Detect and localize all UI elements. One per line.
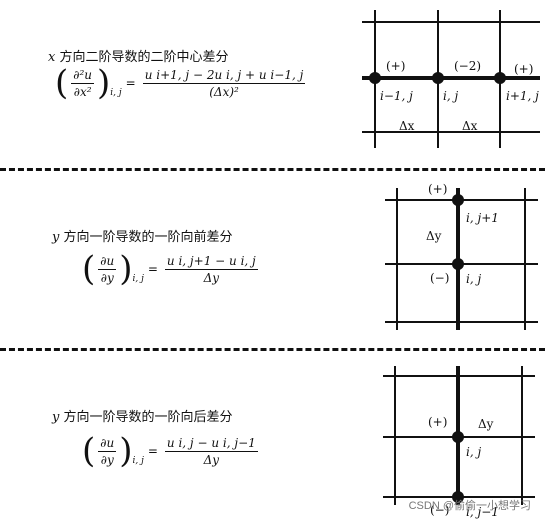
paren-left: ( bbox=[82, 249, 96, 289]
section3-title-text: 方向一阶导数的一阶向后差分 bbox=[59, 410, 233, 425]
section3-rhs-frac: u i, j − u i, j−1 Δy bbox=[164, 435, 258, 467]
paren-right: ) bbox=[119, 431, 133, 471]
node-label-top: i, j+1 bbox=[466, 211, 499, 225]
section2-rhs-num: u i, j+1 − u i, j bbox=[164, 253, 258, 270]
section1-lhs-den: ∂x² bbox=[73, 84, 92, 99]
watermark: CSDN @偷偷一小想学习 bbox=[408, 500, 531, 512]
sign-east: (+) bbox=[514, 62, 533, 76]
node-center bbox=[432, 72, 444, 84]
node-label-center: i, j bbox=[443, 89, 458, 103]
node-west bbox=[369, 72, 381, 84]
section1-lhs-num: ∂²u bbox=[71, 67, 95, 84]
section1-grid-diagram: (+) (−2) (+) i−1, j i, j i+1, j Δx Δx bbox=[362, 10, 540, 148]
section1-rhs-den: (Δx)² bbox=[209, 84, 239, 99]
section2-lhs-frac: ∂u ∂y bbox=[98, 253, 117, 285]
section-divider-2 bbox=[0, 348, 545, 351]
section2-title: y 方向一阶导数的一阶向前差分 bbox=[52, 226, 233, 245]
section1-lhs-frac: ∂²u ∂x² bbox=[71, 67, 95, 99]
section3-title-var: y bbox=[52, 410, 60, 425]
node-label-bottom: i, j bbox=[466, 272, 481, 286]
section2-title-text: 方向一阶导数的一阶向前差分 bbox=[59, 230, 233, 245]
section1-title-var: x bbox=[48, 50, 56, 65]
sign-top: (+) bbox=[428, 415, 447, 429]
delta-y-label: Δy bbox=[426, 229, 442, 243]
delta-x-label-1: Δx bbox=[399, 119, 415, 133]
equals-sign: = bbox=[147, 262, 158, 276]
section1-title: x 方向二阶导数的二阶中心差分 bbox=[48, 46, 228, 65]
sign-bottom: (−) bbox=[430, 271, 449, 285]
paren-left: ( bbox=[82, 431, 96, 471]
section2-grid-diagram: (+) (−) i, j+1 i, j Δy bbox=[385, 182, 538, 330]
sign-center: (−2) bbox=[454, 59, 481, 73]
section1-title-text: 方向二阶导数的二阶中心差分 bbox=[55, 50, 229, 65]
section1-formula: ( ∂²u ∂x² ) i, j = u i+1, j − 2u i, j + … bbox=[55, 66, 308, 100]
section2-formula: ( ∂u ∂y ) i, j = u i, j+1 − u i, j Δy bbox=[82, 252, 261, 286]
paren-right: ) bbox=[97, 63, 111, 103]
section3-lhs-num: ∂u bbox=[98, 435, 117, 452]
node-bottom bbox=[452, 491, 464, 503]
section2-lhs-num: ∂u bbox=[98, 253, 117, 270]
section3-title: y 方向一阶导数的一阶向后差分 bbox=[52, 406, 233, 425]
section3-lhs-frac: ∂u ∂y bbox=[98, 435, 117, 467]
sign-west: (+) bbox=[386, 59, 405, 73]
section3-rhs-den: Δy bbox=[203, 452, 220, 467]
node-label-east: i+1, j bbox=[506, 89, 539, 103]
node-east bbox=[494, 72, 506, 84]
node-label-west: i−1, j bbox=[380, 89, 413, 103]
section2-title-var: y bbox=[52, 230, 60, 245]
sign-bottom: (−) bbox=[430, 503, 449, 517]
sign-top: (+) bbox=[428, 182, 447, 196]
delta-x-label-2: Δx bbox=[462, 119, 478, 133]
node-top bbox=[452, 194, 464, 206]
node-top bbox=[452, 431, 464, 443]
paren-left: ( bbox=[55, 63, 69, 103]
equals-sign: = bbox=[147, 444, 158, 458]
section1-lhs-sub: i, j bbox=[110, 88, 122, 98]
delta-y-label: Δy bbox=[478, 417, 494, 431]
section3-lhs-sub: i, j bbox=[132, 456, 144, 466]
paren-right: ) bbox=[119, 249, 133, 289]
section3-formula: ( ∂u ∂y ) i, j = u i, j − u i, j−1 Δy bbox=[82, 434, 261, 468]
section2-lhs-sub: i, j bbox=[132, 274, 144, 284]
node-label-bottom: i, j−1 bbox=[466, 505, 499, 519]
equals-sign: = bbox=[125, 76, 136, 90]
section2-lhs-den: ∂y bbox=[100, 270, 114, 285]
node-label-top: i, j bbox=[466, 445, 481, 459]
section2-rhs-frac: u i, j+1 − u i, j Δy bbox=[164, 253, 258, 285]
section1-rhs-num: u i+1, j − 2u i, j + u i−1, j bbox=[142, 67, 306, 84]
section2-rhs-den: Δy bbox=[203, 270, 220, 285]
section3-rhs-num: u i, j − u i, j−1 bbox=[164, 435, 258, 452]
section1-rhs-frac: u i+1, j − 2u i, j + u i−1, j (Δx)² bbox=[142, 67, 306, 99]
section3-lhs-den: ∂y bbox=[100, 452, 114, 467]
node-bottom bbox=[452, 258, 464, 270]
section-divider-1 bbox=[0, 168, 545, 171]
